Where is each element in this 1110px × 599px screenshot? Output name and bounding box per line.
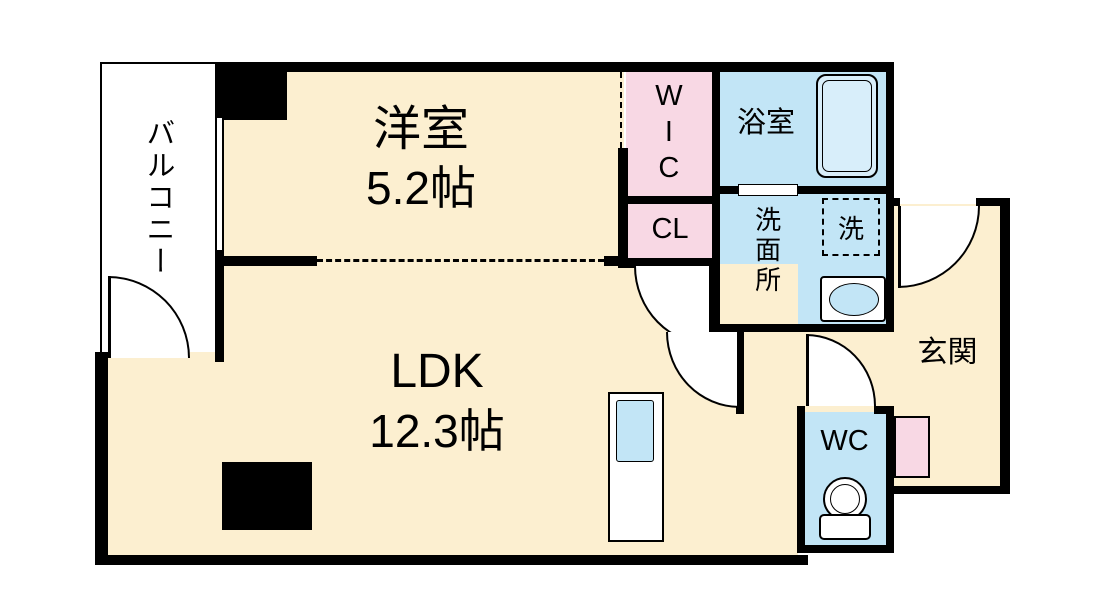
ldk-left-floor [106,352,226,557]
bathtub-inner-line [822,80,872,172]
wall-segment [976,198,1010,206]
shoe-cabinet [894,416,930,478]
wall-segment [892,486,1010,494]
wall-segment [797,406,805,553]
wall-segment [215,248,224,362]
toilet-tank [819,514,871,540]
wall-segment [604,256,628,266]
wc-label: WC [820,425,869,457]
western-room-label: 洋室 [372,103,469,156]
western-room-size: 5.2帖 [366,162,476,214]
kitchen-sink [616,400,654,462]
wall-segment [886,406,894,553]
wall-segment [618,258,714,268]
wall-segment [95,352,108,565]
vanity-sink [820,276,886,322]
balcony-label: バルコニー [141,118,174,278]
ldk-size: 12.3帖 [369,405,505,457]
wall-segment [712,324,894,332]
sink-basin [829,283,879,316]
wic-floor [626,68,716,198]
toilet-bowl-inner [830,484,860,514]
wic-open-dashed [620,72,622,148]
cl-label: CL [651,213,689,245]
wall-segment [797,545,894,553]
pillar [222,462,312,530]
entrance-label: 玄関 [917,336,978,369]
ldk-label: LDK [390,345,484,398]
bathroom-label: 浴室 [736,107,795,139]
wall-segment [626,196,714,204]
washing-machine-label: 洗 [837,213,864,244]
kitchen-counter [608,392,664,542]
bath-door [738,184,798,196]
cl-floor [626,200,714,262]
wall-segment [716,186,894,194]
pillar [215,62,287,120]
wall-segment [215,256,317,266]
wall-segment [95,555,808,565]
wall-segment [618,148,628,268]
wall-segment [886,62,894,332]
window [215,118,224,250]
washing-machine-area: 洗 [822,198,880,256]
open-partition-dashed [317,259,604,262]
wall-segment [736,332,744,414]
wall-segment [886,198,900,206]
wall-segment [1000,198,1010,494]
wall-segment [712,62,720,332]
wall-segment [215,62,894,72]
wall-segment [874,406,894,414]
bathtub [816,74,878,178]
washroom-label: 洗面所 [751,206,782,296]
wic-label: WIC [652,80,685,188]
